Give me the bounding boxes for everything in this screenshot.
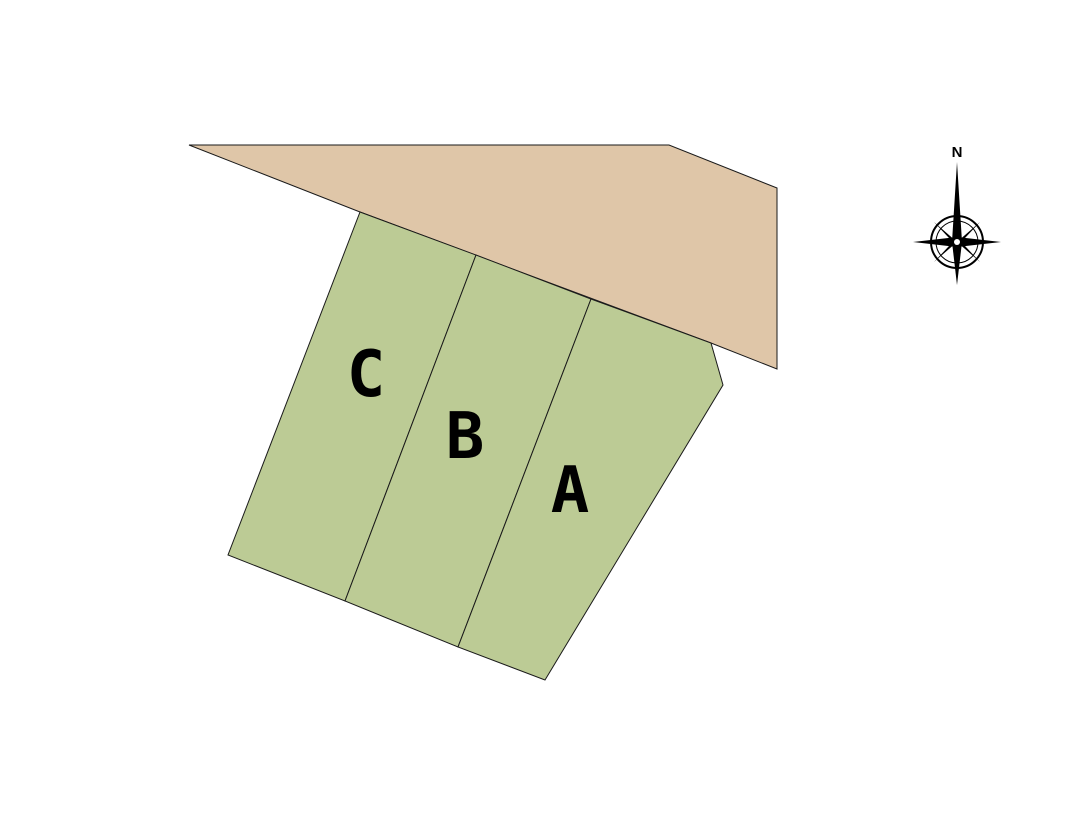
- north-arrow-icon: N: [913, 144, 1001, 285]
- compass-north-label: N: [952, 144, 963, 161]
- lot-c-label: C: [347, 338, 386, 412]
- lot-b-label: B: [446, 400, 485, 474]
- lot-a-label: A: [551, 454, 590, 528]
- lot-a-parcel[interactable]: [457, 298, 724, 681]
